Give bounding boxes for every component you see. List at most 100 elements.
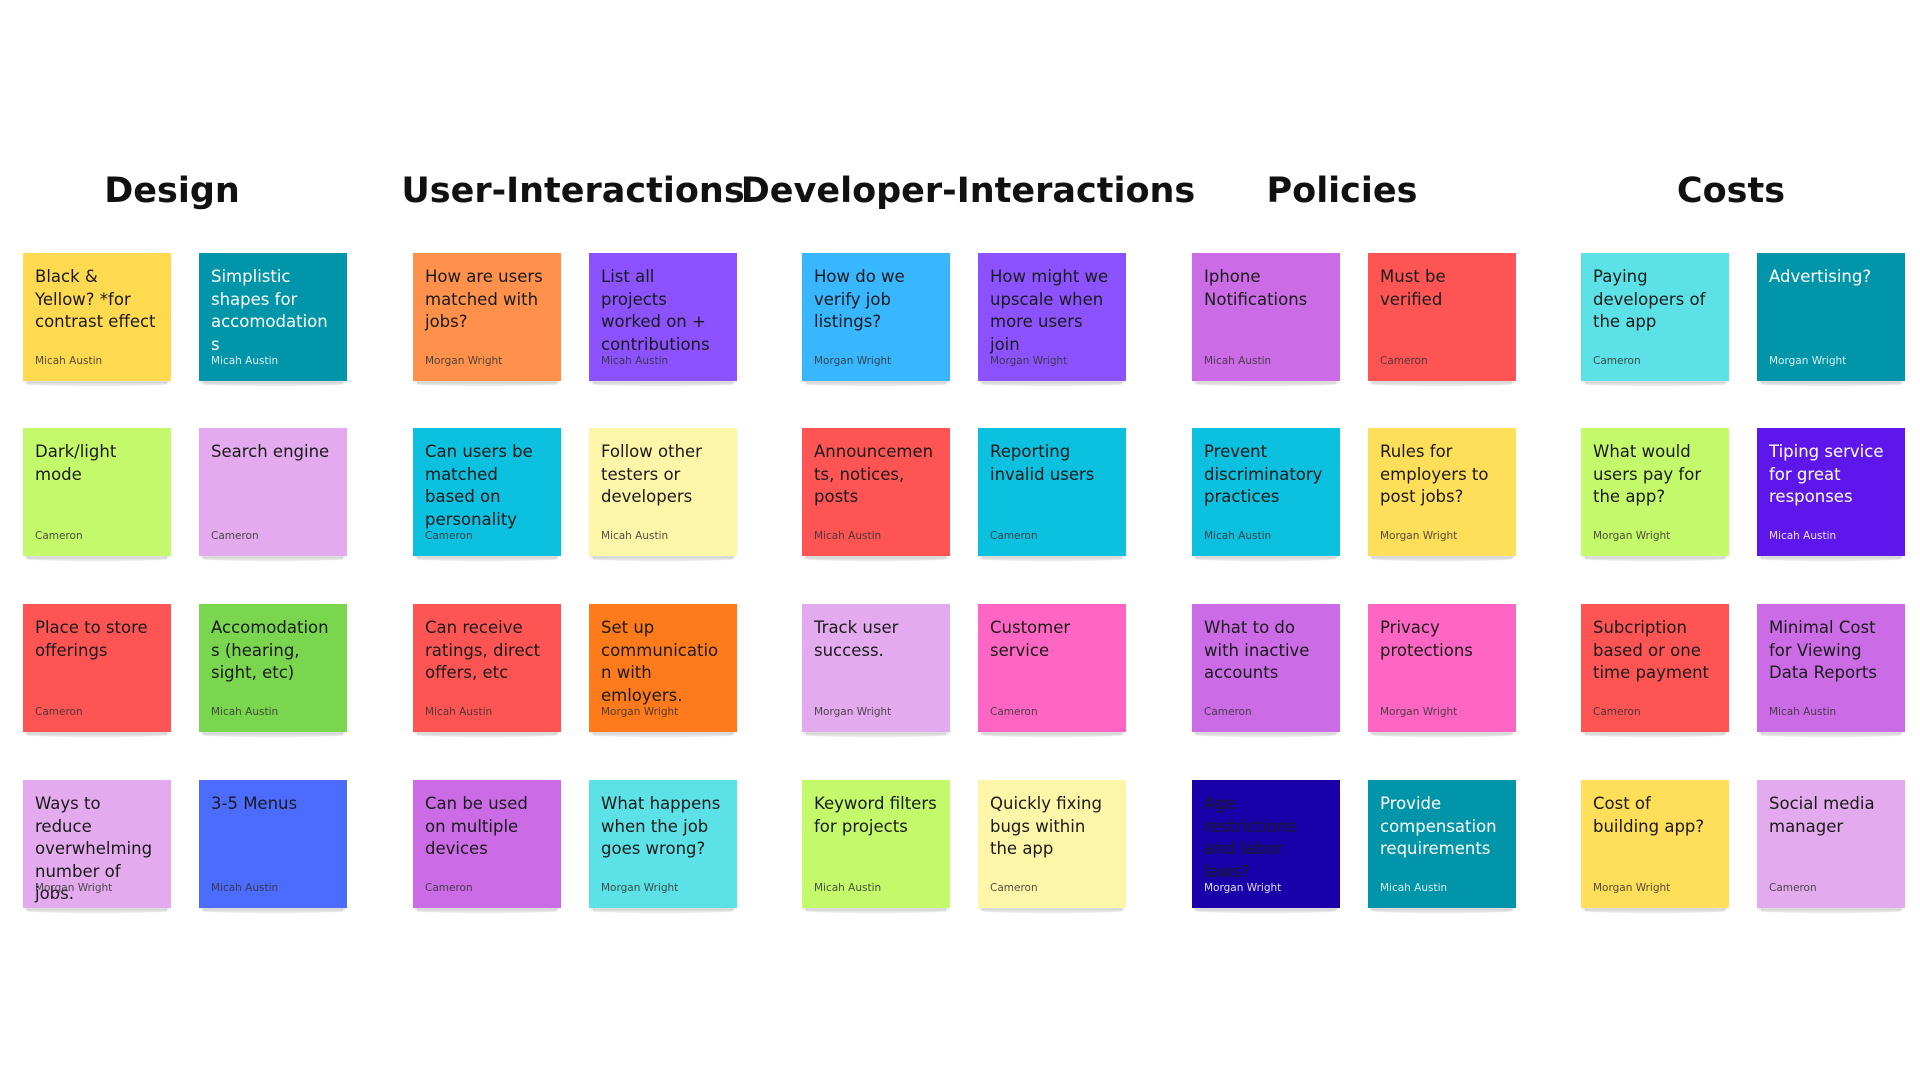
sticky-note-costs-7[interactable]: Cost of building app?Morgan Wright — [1581, 780, 1729, 913]
sticky-note-author: Cameron — [1380, 355, 1428, 367]
sticky-note-author: Morgan Wright — [1593, 882, 1671, 894]
sticky-note-user-interactions-8[interactable]: What happens when the job goes wrong?Mor… — [589, 780, 737, 913]
sticky-note-author: Cameron — [990, 706, 1038, 718]
sticky-note-text: Paying developers of the app — [1593, 267, 1706, 331]
sticky-note-text: Simplistic shapes for accomodations — [211, 267, 328, 354]
sticky-note-author: Micah Austin — [1769, 530, 1837, 542]
sticky-note-text: Customer service — [990, 618, 1071, 660]
sticky-note-author: Cameron — [211, 530, 259, 542]
sticky-note-text: Minimal Cost for Viewing Data Reports — [1769, 618, 1877, 682]
sticky-note-author: Micah Austin — [1769, 706, 1837, 718]
sticky-note-user-interactions-2[interactable]: List all projects worked on + contributi… — [589, 253, 737, 386]
group-title-design: Design — [104, 171, 240, 211]
sticky-note-author: Cameron — [1769, 882, 1817, 894]
group-title-policies: Policies — [1266, 171, 1418, 211]
sticky-note-author: Micah Austin — [211, 882, 279, 894]
group-title-costs: Costs — [1676, 171, 1786, 211]
sticky-note-text: Keyword filters for projects — [814, 794, 937, 836]
sticky-note-text: Black & Yellow? *for contrast effect — [35, 267, 156, 331]
sticky-note-author: Cameron — [990, 530, 1038, 542]
sticky-note-costs-3[interactable]: What would users pay for the app?Morgan … — [1581, 428, 1729, 561]
sticky-note-developer-interactions-1[interactable]: How do we verify job listings?Morgan Wri… — [802, 253, 950, 386]
sticky-note-author: Morgan Wright — [601, 882, 679, 894]
sticky-note-author: Micah Austin — [601, 355, 669, 367]
sticky-note-text: Track user success. — [814, 618, 899, 660]
sticky-note-author: Micah Austin — [211, 355, 279, 367]
sticky-note-user-interactions-1[interactable]: How are users matched with jobs? Morgan W… — [413, 253, 561, 386]
sticky-note-user-interactions-6[interactable]: Set up communication with emloyers.Morga… — [589, 604, 737, 737]
sticky-note-text: Reporting invalid users — [990, 442, 1095, 484]
sticky-note-text: Can receive ratings, direct offers, etc — [425, 618, 541, 682]
sticky-note-text: Announcements, notices, posts — [814, 442, 934, 506]
sticky-note-text: Dark/light mode — [35, 442, 117, 484]
sticky-note-text: Place to store offerings — [35, 618, 148, 660]
sticky-note-author: Micah Austin — [601, 530, 669, 542]
sticky-note-text: How are users matched with jobs? — [425, 267, 543, 331]
sticky-note-developer-interactions-2[interactable]: How might we upscale when more users joi… — [978, 253, 1126, 386]
sticky-note-text: Iphone Notifications — [1204, 267, 1308, 309]
sticky-note-text: Social media manager — [1769, 794, 1875, 836]
sticky-note-policies-4[interactable]: Rules for employers to post jobs?Morgan … — [1368, 428, 1516, 561]
sticky-note-author: Cameron — [425, 882, 473, 894]
sticky-note-policies-7[interactable]: Age restrictions and labor laws?Morgan W… — [1192, 780, 1340, 913]
sticky-note-author: Micah Austin — [1204, 530, 1272, 542]
sticky-note-text: What to do with inactive accounts — [1204, 618, 1310, 682]
sticky-note-author: Morgan Wright — [814, 706, 892, 718]
sticky-note-author: Morgan Wright — [1380, 706, 1458, 718]
sticky-note-author: Cameron — [35, 530, 83, 542]
sticky-note-design-6[interactable]: Accomodations (hearing, sight, etc)Micah… — [199, 604, 347, 737]
sticky-note-author: Micah Austin — [814, 882, 882, 894]
sticky-note-text: Privacy protections — [1380, 618, 1473, 660]
sticky-note-author: Morgan Wright — [425, 355, 503, 367]
sticky-note-author: Cameron — [1593, 706, 1641, 718]
sticky-note-author: Micah Austin — [425, 706, 493, 718]
sticky-note-text: Ways to reduce overwhelming number of jo… — [35, 794, 153, 903]
sticky-note-design-7[interactable]: Ways to reduce overwhelming number of jo… — [23, 780, 171, 913]
sticky-note-author: Morgan Wright — [814, 355, 892, 367]
sticky-note-text: Advertising? — [1769, 267, 1872, 286]
sticky-note-text: Must be verified — [1380, 267, 1446, 309]
sticky-note-text: List all projects worked on + contributi… — [601, 267, 710, 354]
sticky-note-costs-2[interactable]: Advertising?Morgan Wright — [1757, 253, 1905, 386]
sticky-note-user-interactions-3[interactable]: Can users be matched based on personalit… — [413, 428, 561, 561]
sticky-note-author: Morgan Wright — [1593, 530, 1671, 542]
sticky-note-developer-interactions-5[interactable]: Track user success. Morgan Wright — [802, 604, 950, 737]
sticky-note-author: Cameron — [1593, 355, 1641, 367]
sticky-note-author: Cameron — [990, 882, 1038, 894]
sticky-note-author: Morgan Wright — [601, 706, 679, 718]
sticky-note-author: Morgan Wright — [1380, 530, 1458, 542]
sticky-note-text: Tiping service for great responses — [1769, 442, 1884, 506]
sticky-note-author: Micah Austin — [211, 706, 279, 718]
sticky-note-text: Quickly fixing bugs within the app — [990, 794, 1102, 858]
sticky-note-author: Cameron — [1204, 706, 1252, 718]
sticky-note-author: Micah Austin — [1204, 355, 1272, 367]
sticky-note-author: Cameron — [425, 530, 473, 542]
sticky-note-author: Morgan Wright — [990, 355, 1068, 367]
